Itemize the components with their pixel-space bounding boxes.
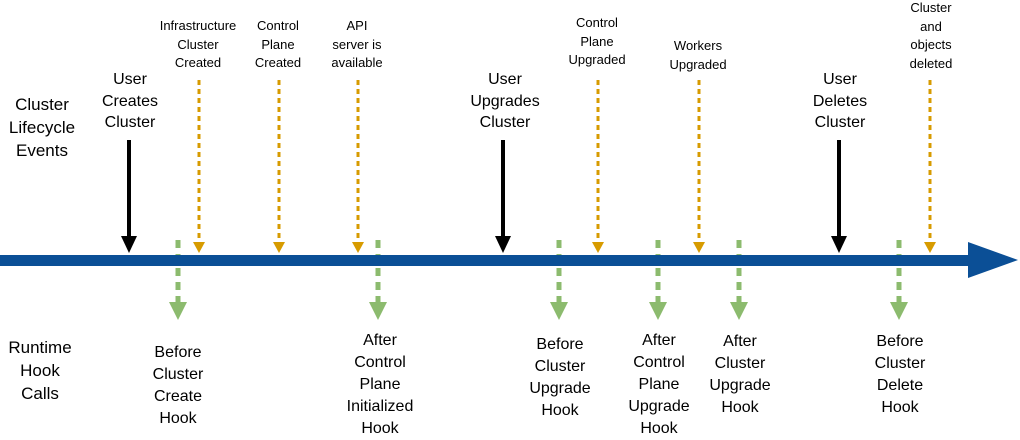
infrastructure-cluster-created-label: Infrastructure Cluster Created — [159, 18, 237, 70]
dashed-down-arrow-icon — [924, 242, 936, 253]
api-server-available-arrow — [356, 80, 360, 241]
down-arrow-icon — [831, 236, 847, 253]
control-plane-created-arrow — [277, 80, 281, 241]
user-deletes-cluster-arrow — [837, 140, 841, 237]
api-server-available-label: API server is available — [331, 18, 383, 70]
hook-down-arrow-icon — [369, 302, 387, 320]
before-cluster-create-hook-arrow — [175, 240, 181, 302]
dashed-down-arrow-icon — [273, 242, 285, 253]
before-cluster-upgrade-hook-arrow — [556, 240, 562, 302]
user-deletes-cluster-label: User Deletes Cluster — [812, 71, 868, 131]
cluster-objects-deleted-label: Cluster and objects deleted — [909, 0, 953, 71]
dashed-down-arrow-icon — [592, 242, 604, 253]
workers-upgraded-arrow — [697, 80, 701, 241]
after-control-plane-initialized-hook-arrow — [375, 240, 381, 302]
hook-down-arrow-icon — [169, 302, 187, 320]
hook-down-arrow-icon — [730, 302, 748, 320]
runtime-hook-calls-title: Runtime Hook Calls — [8, 338, 72, 403]
after-cluster-upgrade-hook-label: After Cluster Upgrade Hook — [709, 333, 771, 416]
timeline-bar — [0, 255, 968, 266]
before-cluster-upgrade-hook-label: Before Cluster Upgrade Hook — [529, 336, 591, 419]
before-cluster-delete-hook-label: Before Cluster Delete Hook — [874, 333, 926, 416]
control-plane-upgraded-label: Control Plane Upgraded — [568, 15, 626, 67]
user-creates-cluster-label: User Creates Cluster — [101, 71, 159, 131]
user-upgrades-cluster-arrow — [501, 140, 505, 237]
user-upgrades-cluster-label: User Upgrades Cluster — [470, 71, 540, 131]
hook-down-arrow-icon — [649, 302, 667, 320]
user-creates-cluster-arrow — [127, 140, 131, 237]
after-control-plane-upgrade-hook-label: After Control Plane Upgrade Hook — [628, 332, 690, 437]
timeline-arrowhead-icon — [968, 242, 1018, 278]
cluster-lifecycle-events-title: Cluster Lifecycle Events — [8, 95, 76, 160]
control-plane-created-label: Control Plane Created — [254, 18, 302, 70]
before-cluster-delete-hook-arrow — [896, 240, 902, 302]
before-cluster-create-hook-label: Before Cluster Create Hook — [152, 344, 204, 427]
down-arrow-icon — [121, 236, 137, 253]
dashed-down-arrow-icon — [352, 242, 364, 253]
dashed-down-arrow-icon — [193, 242, 205, 253]
hook-down-arrow-icon — [550, 302, 568, 320]
after-control-plane-upgrade-hook-arrow — [655, 240, 661, 302]
hook-down-arrow-icon — [890, 302, 908, 320]
infrastructure-cluster-created-arrow — [197, 80, 201, 241]
control-plane-upgraded-arrow — [596, 80, 600, 241]
workers-upgraded-label: Workers Upgraded — [669, 38, 727, 72]
dashed-down-arrow-icon — [693, 242, 705, 253]
after-control-plane-initialized-hook-label: After Control Plane Initialized Hook — [346, 332, 414, 437]
cluster-objects-deleted-arrow — [928, 80, 932, 241]
after-cluster-upgrade-hook-arrow — [736, 240, 742, 302]
down-arrow-icon — [495, 236, 511, 253]
